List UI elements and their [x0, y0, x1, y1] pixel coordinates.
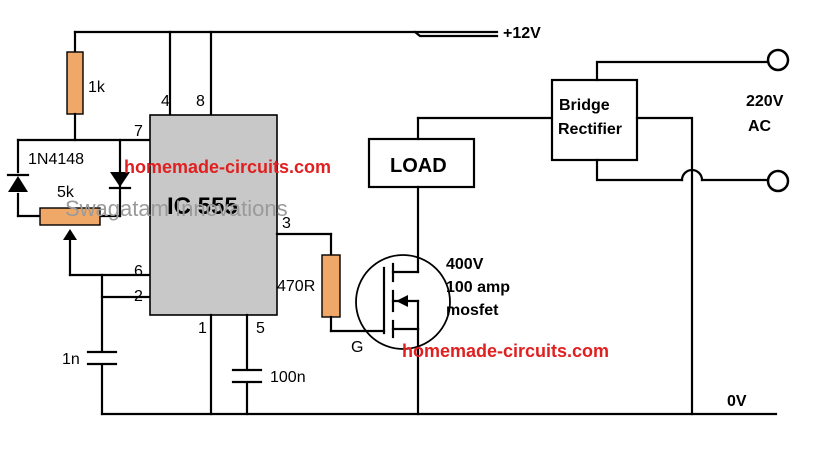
- load-label: LOAD: [390, 155, 447, 177]
- supply-rail-12v: [73, 30, 499, 117]
- rectifier-label-1: Bridge: [559, 97, 610, 114]
- load-box: [367, 137, 476, 189]
- pin-2-label: 2: [134, 288, 143, 305]
- watermark-site-top: homemade-circuits.com: [124, 157, 331, 177]
- pin-5-label: 5: [256, 320, 265, 337]
- capacitor-100n-label: 100n: [270, 369, 306, 386]
- mosfet-label-current: 100 amp: [446, 279, 510, 296]
- pot-wiper-arrow: [63, 229, 77, 240]
- ic-555-label: IC 555: [167, 193, 238, 220]
- diode-left: [6, 173, 30, 192]
- ac-label-voltage: 220V: [746, 93, 784, 110]
- potentiometer-5k: [39, 207, 101, 226]
- mosfet-label-type: mosfet: [446, 302, 499, 319]
- resistor-1k-label: 1k: [88, 79, 106, 96]
- resistor-470r: [321, 254, 341, 318]
- bridge-rectifier-box: [550, 78, 639, 162]
- resistor-1k: [66, 51, 84, 115]
- pin-1-label: 1: [198, 320, 207, 337]
- pin-8-label: 8: [196, 93, 205, 110]
- potentiometer-label: 5k: [57, 184, 75, 201]
- resistor-470r-label: 470R: [277, 278, 315, 295]
- ac-terminal-top: [766, 48, 790, 72]
- watermark-site-bottom: homemade-circuits.com: [402, 341, 609, 361]
- ac-terminal-bottom: [766, 169, 790, 193]
- ac-label-type: AC: [748, 118, 772, 135]
- pin-4-label: 4: [161, 93, 170, 110]
- mosfet: [355, 254, 451, 350]
- pin-3-label: 3: [282, 215, 291, 232]
- gate-label: G: [351, 339, 363, 356]
- diode-label: 1N4148: [28, 151, 84, 168]
- supply-plus-label: +12V: [503, 25, 541, 42]
- pin-7-label: 7: [134, 123, 143, 140]
- capacitor-1n-label: 1n: [62, 351, 80, 368]
- pin-6-label: 6: [134, 263, 143, 280]
- supply-zero-label: 0V: [727, 393, 747, 410]
- rectifier-label-2: Rectifier: [558, 121, 622, 138]
- ic-555-body: [149, 114, 278, 316]
- mosfet-label-voltage: 400V: [446, 256, 484, 273]
- diode-right: [108, 172, 132, 190]
- watermark-author: Swagatam Innovations: [65, 196, 288, 221]
